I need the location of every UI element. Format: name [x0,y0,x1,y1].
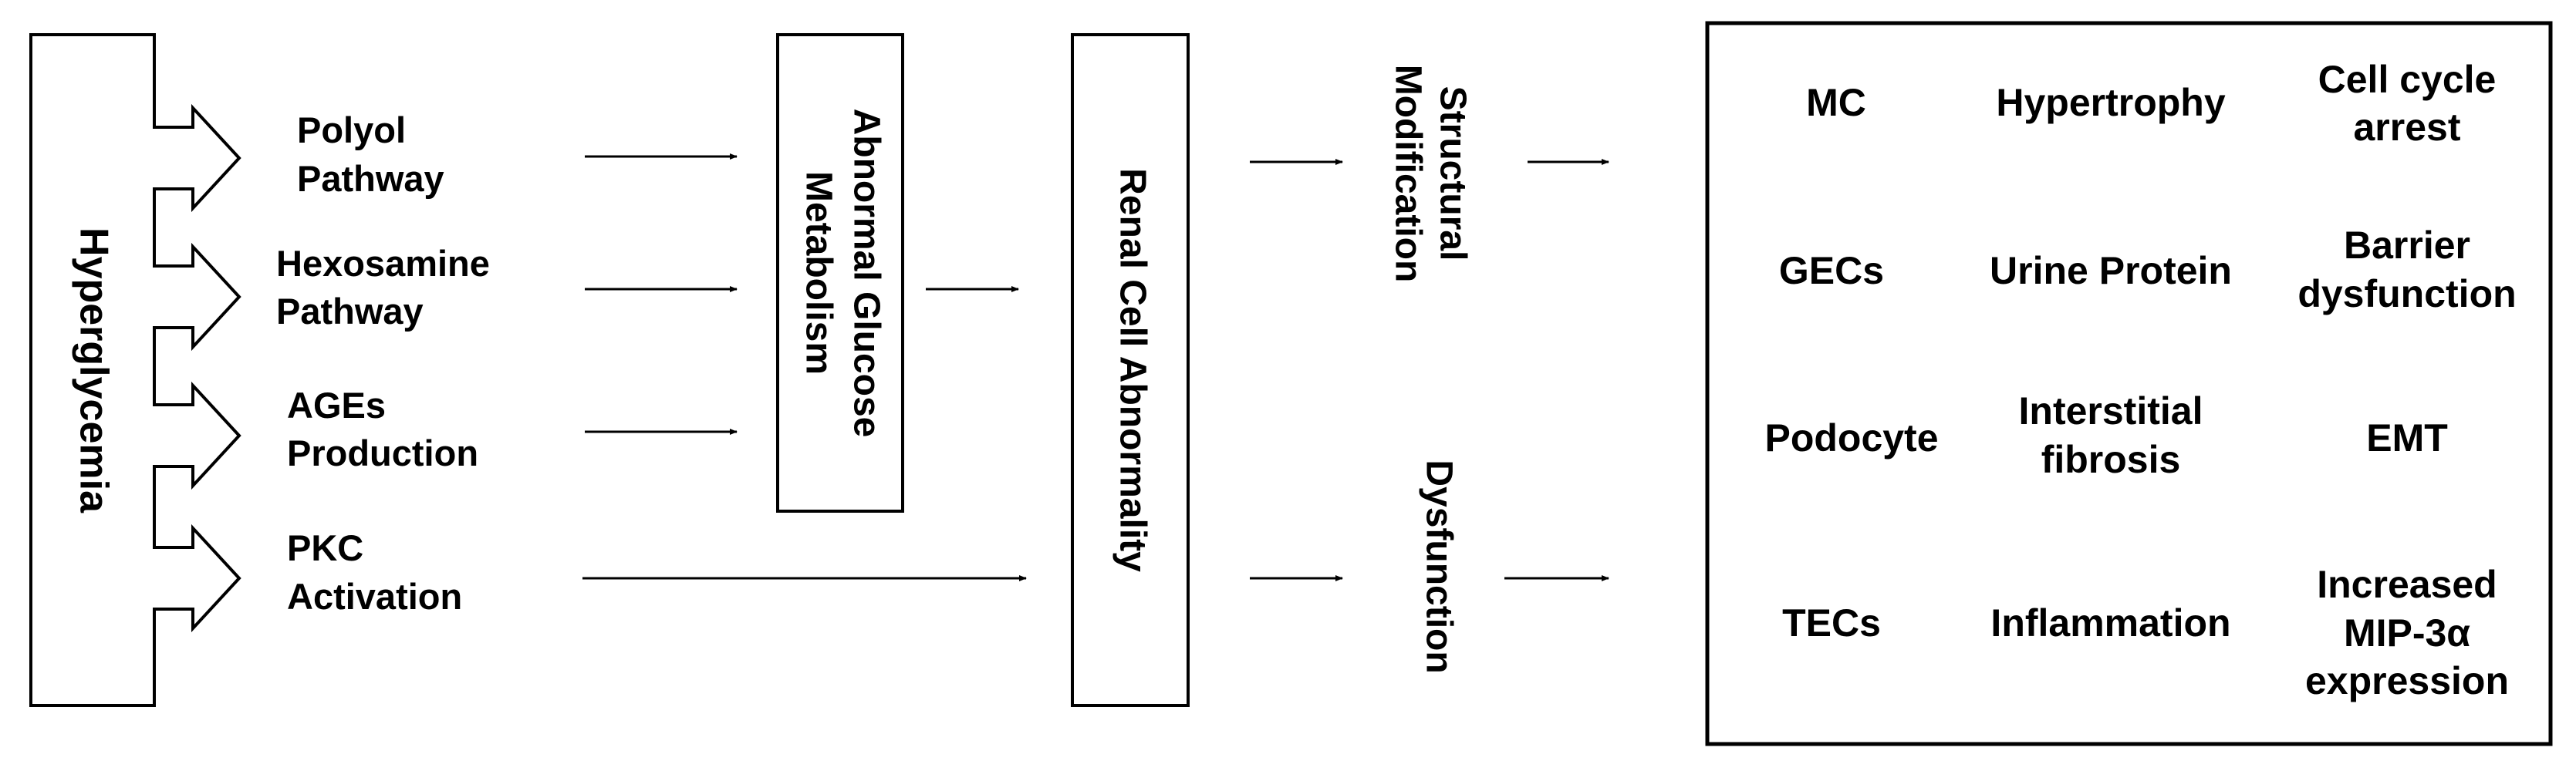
grid-change-podocyte-line2: fibrosis [2041,438,2181,481]
grid-effect-tecs-line1: Increased [2317,563,2497,606]
grid-effect-mc-line2: arrest [2354,106,2461,149]
grid-change-mc: Hypertrophy [1996,81,2225,124]
outcome-structural-line2: Modification [1387,65,1428,283]
renal-label: Renal Cell Abnormality [1112,168,1153,572]
hyperglycemia-block-arrow [29,33,241,707]
grid-change-tecs: Inflammation [1990,601,2230,645]
grid-effect-tecs-line2: MIP-3α [2344,611,2470,655]
pathway-pkc-line1: PKC [287,527,363,568]
pathway-polyol-line1: Polyol [297,109,406,150]
pathway-ages-line2: Production [287,433,478,473]
pathway-hexosamine-line1: Hexosamine [276,243,490,284]
hyperglycemia-label: Hyperglycemia [71,227,116,513]
grid-effect-podocyte: EMT [2366,416,2448,460]
pathway-polyol-line2: Pathway [297,158,444,199]
metabolism-line1: Abnormal Glucose [846,109,886,438]
grid-effect-gecs-line2: dysfunction [2297,272,2516,315]
results-box [1705,21,2553,746]
pathway-hexosamine-line2: Pathway [276,291,424,332]
grid-effect-mc-line1: Cell cycle [2318,58,2497,101]
grid-change-podocyte-line1: Interstitial [2019,389,2203,433]
grid-effect-tecs-line3: expression [2305,659,2509,702]
outcome-dysfunction: Dysfunction [1418,460,1459,673]
metabolism-box [776,33,904,513]
outcome-structural-line1: Structural [1432,86,1473,261]
pathway-ages-line1: AGEs [287,385,386,426]
grid-cell-gecs: GECs [1779,249,1884,292]
grid-change-gecs: Urine Protein [1990,249,2232,292]
renal-box [1071,33,1190,707]
grid-cell-tecs: TECs [1782,601,1881,645]
metabolism-line2: Metabolism [798,171,839,375]
grid-cell-podocyte: Podocyte [1764,416,1938,460]
pathway-pkc-line2: Activation [287,576,462,617]
grid-cell-mc: MC [1806,81,1866,124]
grid-effect-gecs-line1: Barrier [2344,224,2470,267]
